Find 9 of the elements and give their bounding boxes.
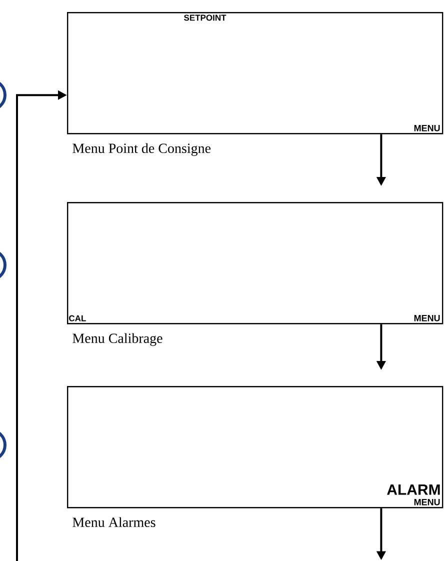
display-label: MENU (414, 499, 440, 506)
menu-caption: Menu Alarmes (72, 517, 156, 528)
display-label: MENU (414, 125, 440, 132)
display-label: ALARM (387, 484, 440, 495)
menu-caption: Menu Point de Consigne (72, 143, 211, 156)
display-label: SETPOINT (184, 14, 226, 21)
display-label: MENU (414, 315, 440, 322)
display-label: CAL (69, 315, 86, 322)
menu-caption: Menu Calibrage (72, 333, 162, 346)
